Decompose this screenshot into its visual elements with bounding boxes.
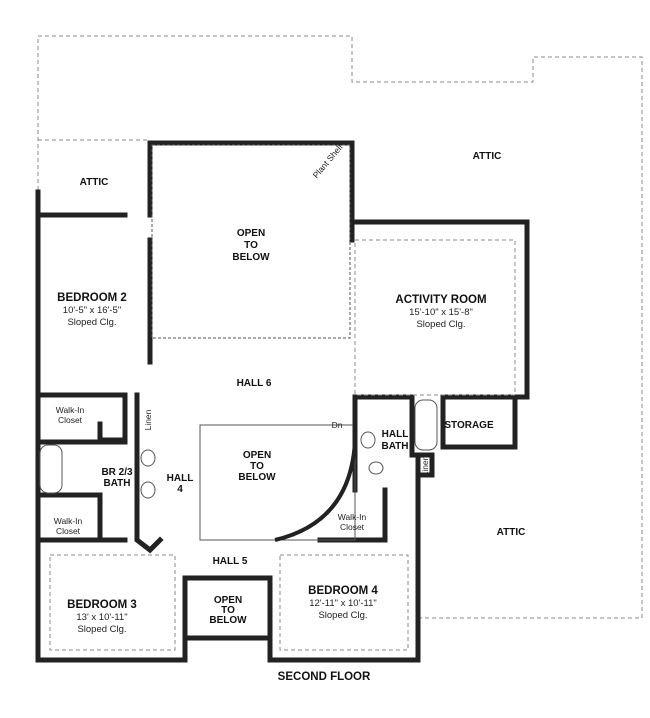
open-lower-1: OPEN bbox=[214, 595, 242, 606]
bedroom2-name: BEDROOM 2 bbox=[57, 292, 127, 304]
attic-outline bbox=[37, 35, 643, 619]
open-stair-1: OPEN bbox=[243, 450, 271, 461]
storage-label: STORAGE bbox=[444, 420, 494, 431]
plant-shelf-label: Plant Shelf bbox=[311, 142, 345, 180]
hall-bath-1: HALL bbox=[382, 429, 409, 440]
bedroom3-name: BEDROOM 3 bbox=[67, 599, 137, 611]
open-lower-3: BELOW bbox=[209, 615, 247, 626]
hall5-label: HALL 5 bbox=[213, 556, 248, 567]
bedroom3-note: Sloped Clg. bbox=[77, 624, 126, 635]
activity-name: ACTIVITY ROOM bbox=[395, 294, 486, 306]
hall6-label: HALL 6 bbox=[237, 378, 272, 389]
closet-ul-1: Walk-In bbox=[56, 405, 85, 415]
bath23-2: BATH bbox=[103, 478, 130, 489]
open-upper-3: BELOW bbox=[232, 252, 270, 263]
down-label: Dn bbox=[332, 420, 343, 430]
activity-note: Sloped Clg. bbox=[416, 319, 465, 330]
closet-ll-2: Closet bbox=[56, 526, 81, 536]
hall-bath-2: BATH bbox=[381, 441, 408, 452]
hall4-1: HALL bbox=[167, 473, 194, 484]
linen-left-label: Linen bbox=[143, 409, 153, 430]
attic-left-label: ATTIC bbox=[80, 177, 109, 188]
fixtures bbox=[39, 144, 516, 651]
open-lower-2: TO bbox=[221, 605, 235, 616]
attic-top-right-label: ATTIC bbox=[473, 151, 502, 162]
hall4-2: 4 bbox=[177, 484, 183, 495]
bath23-1: BR 2/3 bbox=[101, 467, 133, 478]
linen-right-label: Linen bbox=[420, 455, 430, 476]
bedroom3-size: 13' x 10'-11" bbox=[76, 612, 127, 623]
activity-size: 15'-10" x 15'-8" bbox=[409, 307, 473, 318]
walls bbox=[35, 140, 530, 663]
floor-title: SECOND FLOOR bbox=[278, 671, 371, 683]
bedroom2-size: 10'-5" x 16'-5" bbox=[63, 305, 121, 316]
bedroom4-note: Sloped Clg. bbox=[318, 610, 367, 621]
closet-r-2: Closet bbox=[340, 522, 365, 532]
open-upper-2: TO bbox=[244, 240, 258, 251]
open-stair-2: TO bbox=[250, 461, 264, 472]
bedroom4-name: BEDROOM 4 bbox=[308, 585, 378, 597]
closet-ul-2: Closet bbox=[58, 415, 83, 425]
attic-bottom-right-label: ATTIC bbox=[497, 527, 526, 538]
open-upper-1: OPEN bbox=[237, 228, 265, 239]
closet-r-1: Walk-In bbox=[338, 512, 367, 522]
bedroom4-size: 12'-11" x 10'-11" bbox=[309, 598, 377, 609]
open-stair-3: BELOW bbox=[238, 472, 276, 483]
closet-ll-1: Walk-In bbox=[54, 516, 83, 526]
bedroom2-note: Sloped Clg. bbox=[67, 317, 116, 328]
